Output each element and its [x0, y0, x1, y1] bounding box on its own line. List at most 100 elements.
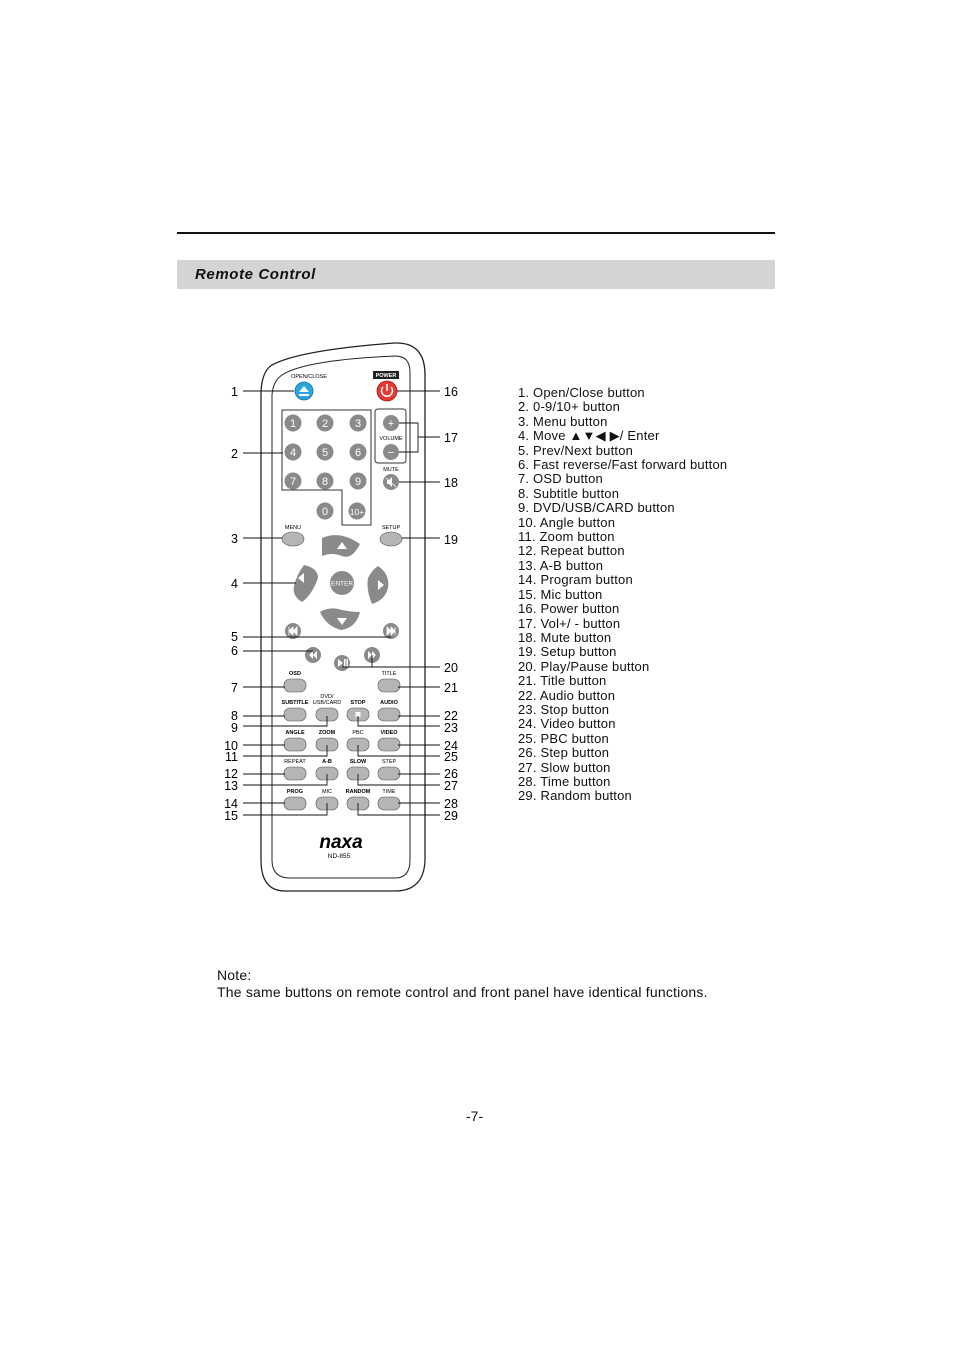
power-label: POWER	[376, 373, 397, 379]
legend-item: 23. Stop button	[518, 701, 610, 717]
enter-button[interactable]: ENTER	[330, 571, 354, 595]
callout-number: 12	[224, 767, 238, 781]
zoom-label: ZOOM	[319, 730, 336, 736]
legend-item: 17. Vol+/ - button	[518, 615, 621, 631]
digit-label: 5	[322, 447, 328, 459]
callout-line	[243, 716, 328, 727]
step-button[interactable]	[377, 766, 401, 781]
mute-icon	[387, 477, 392, 487]
setup-button[interactable]	[379, 531, 403, 547]
legend-item: 24. Video button	[518, 716, 616, 732]
prev-button[interactable]	[285, 623, 301, 639]
callout-number: 25	[444, 750, 458, 764]
legend-item: 19. Setup button	[518, 644, 617, 660]
random-label: RANDOM	[346, 789, 371, 795]
angle-button[interactable]	[283, 737, 307, 752]
left-arrow-icon	[298, 573, 304, 583]
stop-label: STOP	[351, 700, 366, 706]
digit-key-7[interactable]: 7	[284, 472, 302, 490]
slow-label: SLOW	[350, 759, 367, 765]
legend-item: 1. Open/Close button	[518, 385, 645, 400]
digit-label: 10+	[350, 507, 364, 517]
fast-reverse-button[interactable]	[305, 647, 321, 663]
down-arrow-icon	[337, 618, 347, 625]
pbc-label: PBC	[352, 730, 363, 736]
callout-number: 18	[444, 476, 458, 490]
callout-number: 1	[231, 385, 238, 399]
callout-number: 4	[231, 577, 238, 591]
title-button[interactable]	[377, 678, 401, 693]
callout-number: 17	[444, 431, 458, 445]
prog-button[interactable]	[283, 796, 307, 811]
osd-button[interactable]	[283, 678, 307, 693]
subtitle-button[interactable]	[283, 707, 307, 722]
open-close-button[interactable]	[294, 381, 314, 401]
osd-label: OSD	[289, 671, 301, 677]
legend-item: 26. Step button	[518, 745, 610, 761]
digit-key-0[interactable]: 0	[316, 502, 334, 520]
legend-item: 13. A-B button	[518, 557, 604, 573]
play-pause-button[interactable]	[334, 655, 350, 671]
menu-button[interactable]	[281, 531, 305, 547]
volume-label: VOLUME	[379, 436, 403, 442]
digit-key-6[interactable]: 6	[349, 443, 367, 461]
rewind-icon	[309, 651, 317, 659]
legend-item: 11. Zoom button	[518, 529, 615, 545]
mic-label: MIC	[322, 789, 332, 795]
repeat-button[interactable]	[283, 766, 307, 781]
callout-number: 3	[231, 532, 238, 546]
ab-label: A-B	[322, 759, 332, 765]
time-label: TIME	[382, 789, 395, 795]
digit-key-8[interactable]: 8	[316, 472, 334, 490]
digit-label: 6	[355, 447, 361, 459]
legend-item: 29. Random button	[518, 788, 632, 804]
nav-down-button[interactable]	[320, 608, 360, 630]
legend-item: 16. Power button	[518, 601, 620, 617]
audio-button[interactable]	[377, 707, 401, 722]
digit-key-4[interactable]: 4	[284, 443, 302, 461]
section-header: Remote Control	[177, 260, 775, 289]
legend-item: 15. Mic button	[518, 586, 603, 602]
callout-number: 2	[231, 447, 238, 461]
video-button[interactable]	[377, 737, 401, 752]
nav-up-button[interactable]	[322, 535, 360, 557]
note-text: The same buttons on remote control and f…	[217, 984, 708, 1000]
digit-label: 7	[290, 476, 296, 488]
digit-key-10+[interactable]: 10+	[348, 502, 366, 520]
digit-key-1[interactable]: 1	[284, 414, 302, 432]
menu-label: MENU	[285, 525, 301, 531]
prog-label: PROG	[287, 789, 303, 795]
digit-label: 1	[290, 418, 296, 430]
power-icon	[380, 386, 394, 398]
brand-logo: naxa	[319, 832, 363, 853]
remote-body-outer	[260, 342, 426, 892]
digit-key-3[interactable]: 3	[349, 414, 367, 432]
callout-number: 14	[224, 797, 238, 811]
callout-number: 7	[231, 681, 238, 695]
digit-label: 2	[322, 418, 328, 430]
callout-line	[243, 803, 328, 816]
callout-number: 26	[444, 767, 458, 781]
mute-button[interactable]	[383, 474, 399, 490]
nav-right-button[interactable]	[367, 566, 389, 604]
callout-number: 28	[444, 797, 458, 811]
digit-key-2[interactable]: 2	[316, 414, 334, 432]
dvd-usb-card-label: USB/CARD	[313, 700, 341, 706]
volume-up-button[interactable]: +	[383, 415, 399, 431]
angle-label: ANGLE	[285, 730, 305, 736]
digit-key-5[interactable]: 5	[316, 443, 334, 461]
power-button[interactable]	[376, 380, 398, 402]
legend-item: 14. Program button	[518, 572, 633, 588]
next-button[interactable]	[383, 623, 399, 639]
nav-left-button[interactable]	[293, 565, 318, 602]
volume-down-button[interactable]: −	[383, 444, 399, 460]
callout-number: 8	[231, 709, 238, 723]
plus-icon: +	[388, 418, 394, 430]
legend-item: 28. Time button	[518, 773, 611, 789]
digit-key-9[interactable]: 9	[349, 472, 367, 490]
minus-icon: −	[388, 447, 394, 459]
time-button[interactable]	[377, 796, 401, 811]
note: Note: The same buttons on remote control…	[217, 967, 708, 1001]
callout-line	[243, 774, 328, 786]
callout-number: 13	[224, 779, 238, 793]
